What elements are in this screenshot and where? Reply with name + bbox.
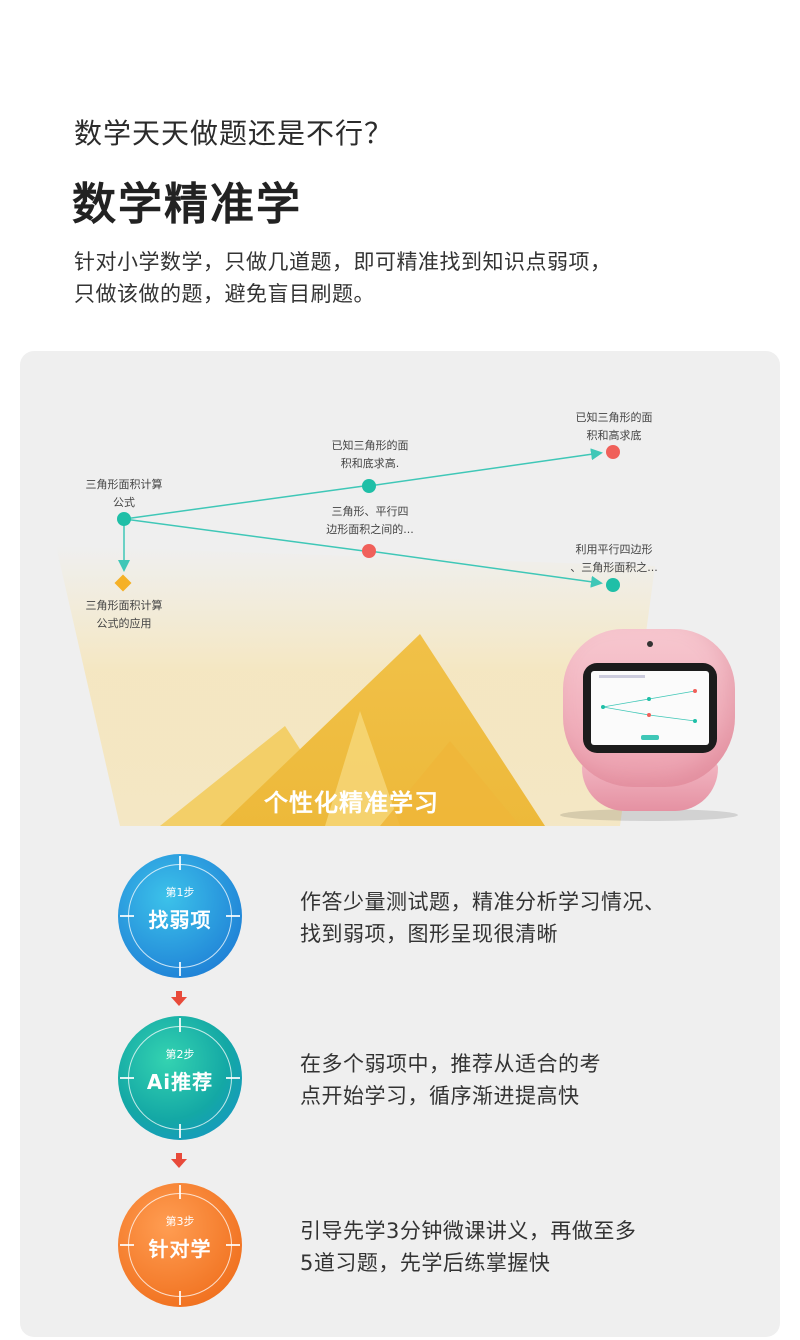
step-number: 第3步 — [165, 1215, 195, 1228]
robot-screen — [583, 663, 717, 753]
node-red — [362, 544, 376, 558]
step-1-badge: 第1步 找弱项 — [118, 854, 242, 978]
description-line: 只做该做的题，避免盲目刷题。 — [74, 282, 375, 306]
map-label-right-bottom: 利用平行四边形 、三角形面积之... — [570, 543, 658, 574]
step-3-description: 引导先学3分钟微课讲义，再做至多 5道习题，先学后练掌握快 — [300, 1219, 637, 1275]
page-title: 数学精准学 — [72, 179, 302, 230]
mountain — [380, 741, 520, 826]
robot-head — [563, 629, 735, 787]
step-2-description: 在多个弱项中，推荐从适合的考 点开始学习，循序渐进提高快 — [300, 1052, 601, 1108]
mountain — [325, 711, 400, 826]
light-beam — [56, 546, 655, 826]
map-label-child: 三角形面积计算 公式的应用 — [85, 599, 163, 630]
step-number: 第1步 — [165, 886, 195, 899]
description-line: 针对小学数学，只做几道题，即可精准找到知识点弱项， — [74, 250, 612, 274]
map-line — [368, 550, 603, 588]
node-teal — [362, 479, 376, 493]
robot-device — [560, 629, 740, 829]
knowledge-map-graphic — [56, 445, 655, 826]
map-line — [368, 448, 603, 487]
node-orange-diamond — [114, 574, 132, 592]
arrow-down-icon — [171, 1153, 187, 1168]
step-name: 针对学 — [148, 1237, 212, 1261]
robot-shadow — [560, 809, 738, 821]
step-3-badge: 第3步 针对学 — [118, 1183, 242, 1307]
mini-map-icon — [599, 675, 697, 740]
feature-panel: 三角形面积计算 公式 三角形面积计算 公式的应用 已知三角形的面 积和底求高. … — [20, 351, 780, 1337]
step-name: 找弱项 — [148, 908, 212, 932]
arrow-down-icon — [171, 991, 187, 1006]
node-red — [606, 445, 620, 459]
map-line — [123, 518, 365, 552]
map-label-right-top: 已知三角形的面 积和高求底 — [575, 411, 653, 442]
banner-text: 个性化精准学习 — [264, 789, 439, 817]
map-label-root: 三角形面积计算 公式 — [85, 478, 163, 509]
map-label-mid-bottom: 三角形、平行四 边形面积之间的... — [326, 505, 414, 536]
camera-icon — [647, 641, 653, 647]
page-subtitle: 数学天天做题还是不行？ — [74, 117, 394, 150]
robot-screen-content — [591, 671, 709, 745]
map-label-mid-top: 已知三角形的面 积和底求高. — [331, 439, 409, 470]
step-2-badge: 第2步 Ai推荐 — [118, 1016, 242, 1140]
step-1-description: 作答少量测试题，精准分析学习情况、 找到弱项，图形呈现很清晰 — [300, 890, 666, 946]
map-line — [123, 485, 365, 520]
step-name: Ai推荐 — [146, 1070, 214, 1094]
step-number: 第2步 — [165, 1048, 195, 1061]
node-teal — [606, 578, 620, 592]
node-teal — [117, 512, 131, 526]
page-description: 针对小学数学，只做几道题，即可精准找到知识点弱项， 只做该做的题，避免盲目刷题。 — [74, 246, 612, 310]
